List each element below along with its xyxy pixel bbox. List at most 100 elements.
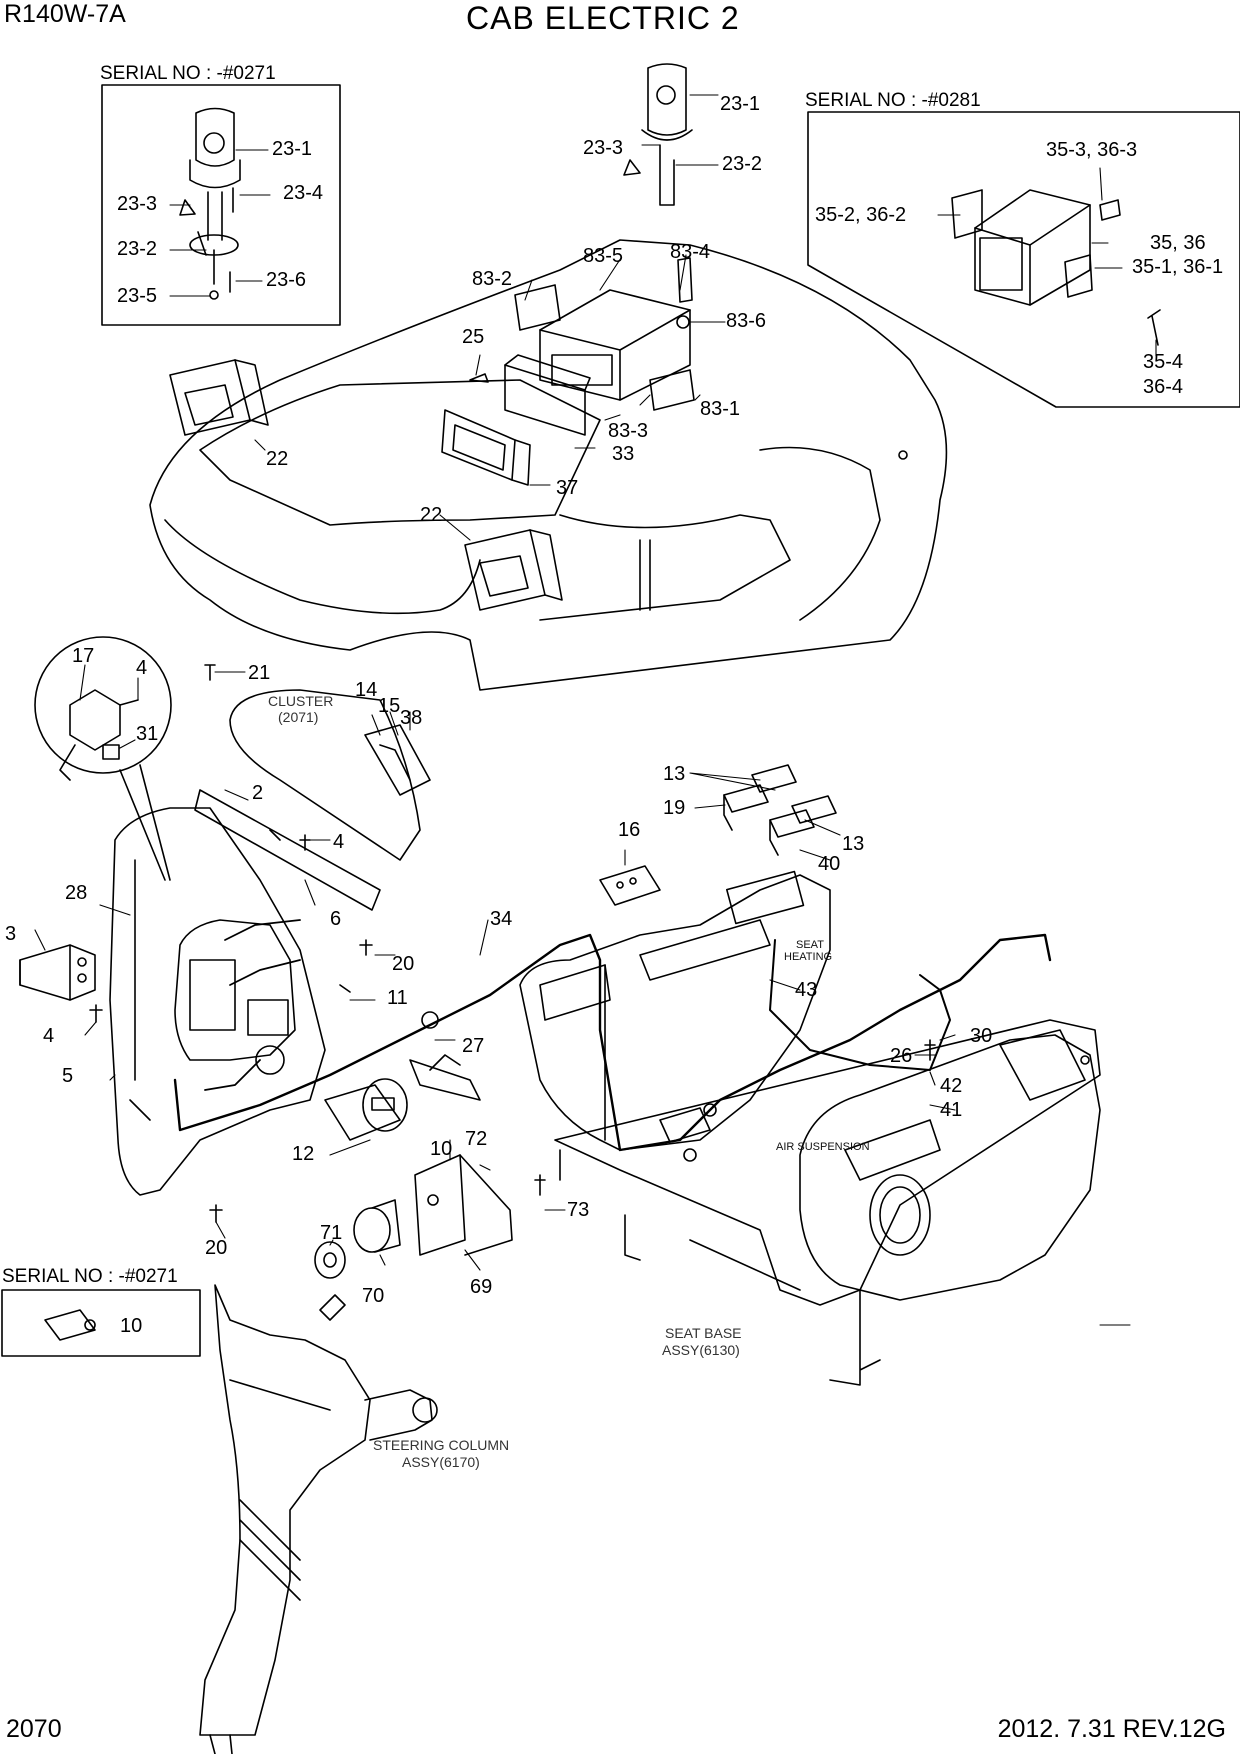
page-number: 2070 (6, 1715, 62, 1743)
callout-83-4: 83-4 (670, 241, 710, 263)
seat-base (554, 1019, 1101, 1386)
seat-harness (769, 939, 951, 1071)
callout-23-6-inset: 23-6 (266, 269, 306, 291)
callout-70: 70 (362, 1285, 384, 1307)
callout-23-1-inset: 23-1 (272, 138, 312, 160)
callout-69: 69 (470, 1276, 492, 1298)
switch-inset (44, 1309, 96, 1341)
bracket-3 (19, 944, 96, 1001)
callout-19: 19 (663, 797, 685, 819)
steering-column (199, 1284, 438, 1754)
callout-2: 2 (252, 782, 263, 804)
storage-box (504, 354, 591, 436)
note-steering-1: STEERING COLUMN (373, 1437, 509, 1453)
control-panel-16 (599, 865, 661, 906)
callout-30: 30 (970, 1025, 992, 1047)
callout-13-a: 13 (663, 763, 685, 785)
power-socket (314, 1199, 401, 1279)
wiring-harness (173, 933, 1052, 1152)
beacon-lamp-inset (179, 107, 241, 300)
callout-37: 37 (556, 477, 578, 499)
callout-4-a: 4 (333, 831, 344, 853)
callout-20-b: 20 (205, 1237, 227, 1259)
switch-block (364, 724, 431, 796)
callout-72: 72 (465, 1128, 487, 1150)
work-lamp-left (169, 359, 269, 436)
note-air-suspension: AIR SUSPENSION (776, 1141, 870, 1153)
console-leaders (34, 671, 566, 1271)
callout-43: 43 (795, 979, 817, 1001)
callout-35: 35, 36 (1150, 232, 1206, 254)
roof-leaders (254, 94, 726, 541)
callout-41: 41 (940, 1099, 962, 1121)
callout-36-4: 36-4 (1143, 376, 1183, 398)
side-panel (109, 807, 326, 1196)
rocker-switches (723, 764, 837, 856)
callout-23-4-inset: 23-4 (283, 182, 323, 204)
callout-31: 31 (136, 723, 158, 745)
note-cluster-1: CLUSTER (268, 693, 333, 709)
module-inset (34, 636, 172, 881)
callout-22-left: 22 (266, 448, 288, 470)
revision-date: 2012. 7.31 REV.12G (997, 1715, 1226, 1743)
callout-40: 40 (818, 853, 840, 875)
callout-10-inset: 10 (120, 1315, 142, 1337)
inset-box-radio (807, 111, 1240, 408)
callout-83-6: 83-6 (726, 310, 766, 332)
callout-15: 15 (378, 695, 400, 717)
speaker-box (441, 409, 531, 486)
callout-35-3: 35-3, 36-3 (1046, 139, 1137, 161)
callout-23-2-inset: 23-2 (117, 238, 157, 260)
callout-16: 16 (618, 819, 640, 841)
callout-4-inset: 4 (136, 657, 147, 679)
note-steering-2: ASSY(6170) (402, 1454, 480, 1470)
callout-33: 33 (612, 443, 634, 465)
cluster-cover (229, 689, 421, 861)
callout-42: 42 (940, 1075, 962, 1097)
callout-35-4: 35-4 (1143, 351, 1183, 373)
callout-23-2: 23-2 (722, 153, 762, 175)
callout-6: 6 (330, 908, 341, 930)
callout-23-1: 23-1 (720, 93, 760, 115)
callout-27: 27 (462, 1035, 484, 1057)
note-cluster-2: (2071) (278, 709, 318, 725)
callout-11: 11 (387, 987, 408, 1009)
callout-10: 10 (430, 1138, 452, 1160)
callout-12: 12 (292, 1143, 314, 1165)
radio-inset (951, 189, 1161, 346)
callout-83-3: 83-3 (608, 420, 648, 442)
callout-22-right: 22 (420, 504, 442, 526)
radio-unit (469, 257, 695, 411)
inset-box-beacon (101, 84, 341, 326)
cigar-lighter (409, 1054, 481, 1101)
callout-83-2: 83-2 (472, 268, 512, 290)
inset-box-switch (1, 1289, 201, 1357)
callout-4-b: 4 (43, 1025, 54, 1047)
page-title: CAB ELECTRIC 2 (466, 0, 740, 36)
callout-3: 3 (5, 923, 16, 945)
serial-note-top-right: SERIAL NO : -#0281 (805, 90, 981, 111)
beacon-inset-leaders (169, 149, 271, 297)
console-right-leaders (624, 772, 1131, 1326)
serial-note-bottom-left: SERIAL NO : -#0271 (2, 1266, 178, 1287)
callout-13-b: 13 (842, 833, 864, 855)
cab-roof (149, 239, 948, 691)
radio-inset-leaders (937, 167, 1157, 357)
callout-83-5: 83-5 (583, 245, 623, 267)
callout-23-3: 23-3 (583, 137, 623, 159)
console-box (519, 870, 831, 1151)
seat-pedestal (799, 1029, 1101, 1301)
callout-83-1: 83-1 (700, 398, 740, 420)
callout-34: 34 (490, 908, 512, 930)
callout-23-3-inset: 23-3 (117, 193, 157, 215)
model-code: R140W-7A (4, 0, 126, 28)
note-seat-base-1: SEAT BASE (665, 1325, 742, 1341)
bolts (89, 664, 936, 1223)
callout-21: 21 (248, 662, 270, 684)
bracket-69 (414, 1154, 513, 1256)
module-inset-leaders (79, 664, 139, 749)
hourmeter (324, 1078, 408, 1141)
callout-71: 71 (320, 1222, 342, 1244)
callout-5: 5 (62, 1065, 73, 1087)
